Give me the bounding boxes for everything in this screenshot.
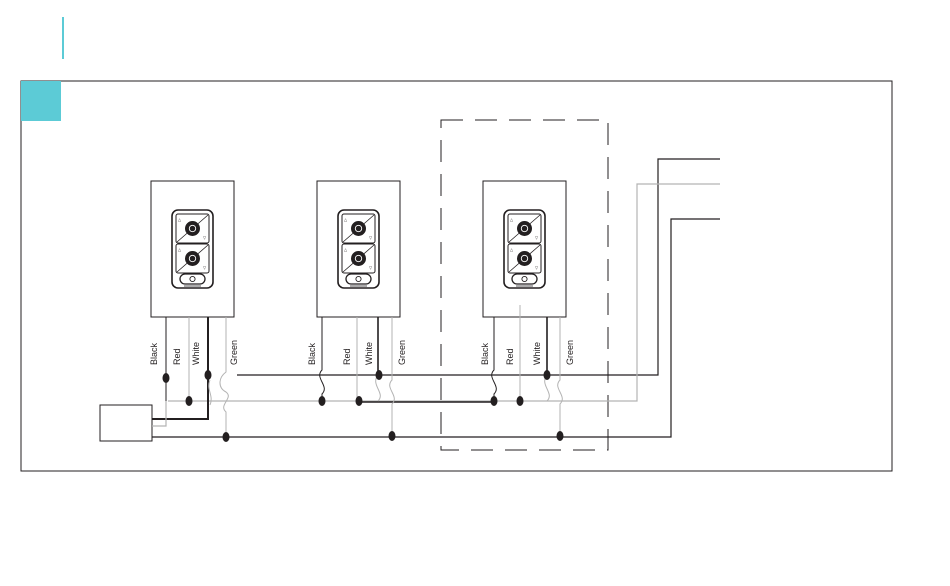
switch-2 [317, 181, 400, 317]
label-green: Green [397, 340, 407, 365]
dimmer-switch-icon [151, 181, 234, 317]
label-green: Green [229, 340, 239, 365]
wire-connectors [163, 370, 564, 442]
switch-1 [151, 181, 234, 317]
label-green: Green [565, 340, 575, 365]
black-bus [237, 159, 720, 375]
white-bus [168, 184, 720, 401]
load-box [100, 405, 152, 441]
label-white: White [532, 342, 542, 365]
step-marker-square [21, 81, 61, 121]
label-red: Red [342, 348, 352, 365]
switch-3-leads [492, 305, 563, 437]
bus-lines [152, 159, 720, 437]
label-black: Black [307, 342, 317, 365]
switch-2-leads [320, 317, 395, 437]
label-white: White [191, 342, 201, 365]
label-red: Red [172, 348, 182, 365]
label-black: Black [149, 342, 159, 365]
label-white: White [364, 342, 374, 365]
label-red: Red [505, 348, 515, 365]
switch-3 [483, 181, 566, 317]
label-black: Black [480, 342, 490, 365]
dimmer-switch-icon [483, 181, 566, 317]
dimmer-switch-icon [317, 181, 400, 317]
ground-bus [152, 219, 720, 437]
load-wire [152, 320, 208, 419]
